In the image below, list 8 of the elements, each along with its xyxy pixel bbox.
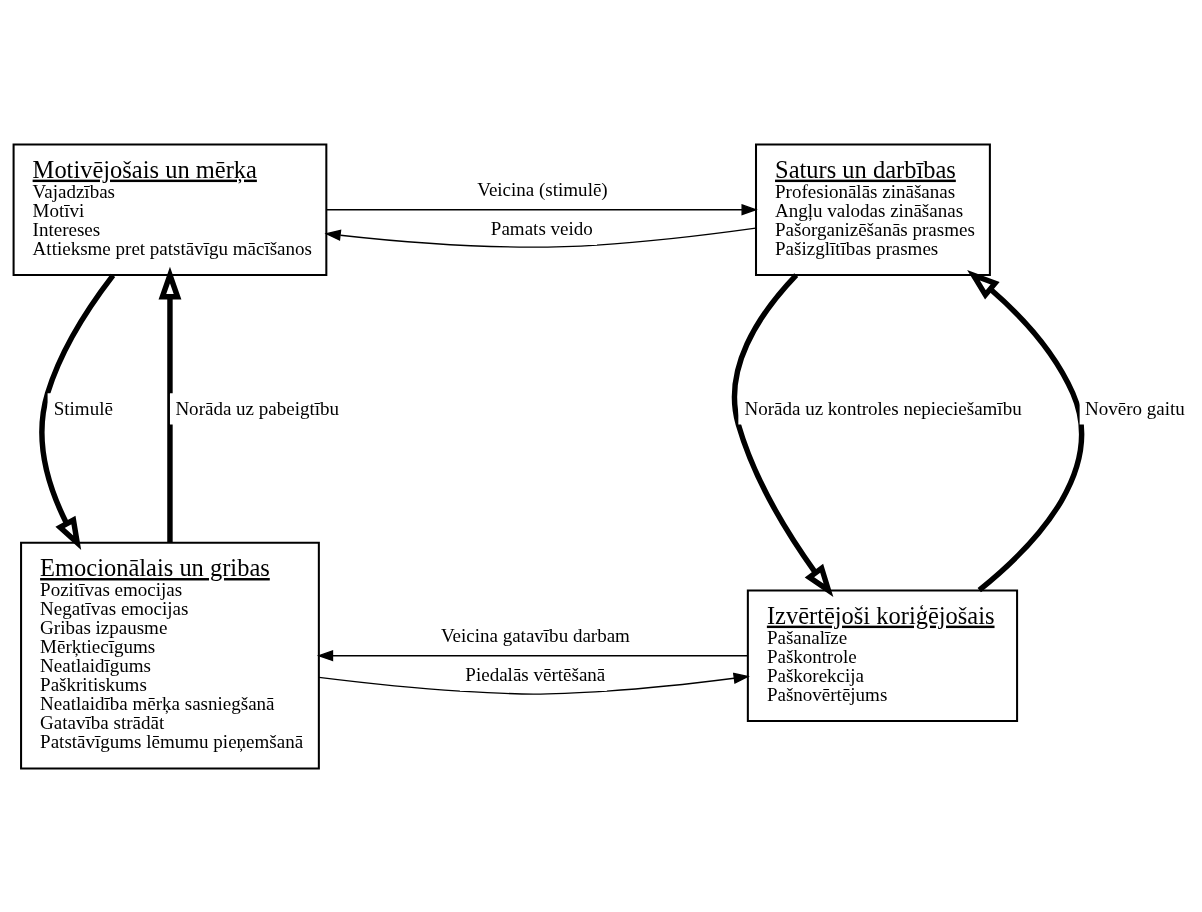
edge-label: Norāda uz kontroles nepieciešamību	[744, 397, 1022, 419]
edge-label: Veicina gatavību darbam	[440, 624, 630, 646]
edge-label: Novēro gaitu	[1085, 397, 1185, 419]
edge-label: Stimulē	[53, 397, 113, 419]
edge-label: Norāda uz pabeigtību	[175, 397, 340, 419]
edge-label: Piedalās vērtēšanā	[465, 663, 606, 685]
edge-label: Pamats veido	[490, 217, 593, 239]
edge-label: Veicina (stimulē)	[477, 178, 608, 200]
